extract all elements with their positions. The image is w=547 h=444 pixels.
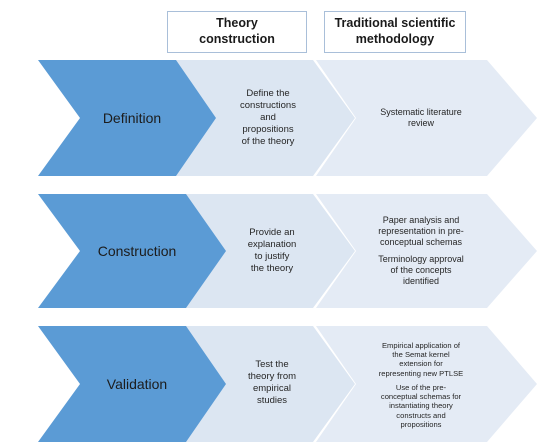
validation-method-step-2: Use of the pre- conceptual schemas for i… — [380, 382, 462, 429]
validation-method-step: Empirical application of the Semat kerne… — [352, 330, 490, 440]
definition-method-step-text: Systematic literature review — [380, 106, 462, 128]
header-theory-construction-label: Theory construction — [199, 16, 275, 46]
validation-phase-chevron — [38, 326, 228, 442]
construction-theory-step-text: Provide an explanation to justify the th… — [247, 227, 297, 274]
construction-method-step: Paper analysis and representation in pre… — [352, 200, 490, 302]
construction-theory-step: Provide an explanation to justify the th… — [224, 208, 320, 294]
construction-method-step-2: Terminology approval of the concepts ide… — [378, 253, 464, 287]
definition-theory-step: Define the constructions and proposition… — [218, 70, 318, 166]
header-theory-construction: Theory construction — [167, 11, 307, 53]
definition-phase-chevron — [38, 60, 218, 176]
definition-theory-chevron — [176, 60, 355, 176]
definition-method-chevron — [316, 60, 537, 176]
validation-theory-step-text: Test the theory from empirical studies — [247, 359, 297, 406]
validation-theory-step: Test the theory from empirical studies — [224, 340, 320, 426]
construction-method-chevron — [316, 194, 537, 308]
construction-phase-label: Construction — [97, 243, 177, 259]
header-traditional-methodology-label: Traditional scientific methodology — [334, 16, 456, 46]
construction-theory-chevron — [186, 194, 355, 308]
definition-method-step: Systematic literature review — [352, 90, 490, 146]
definition-phase-label: Definition — [102, 110, 162, 126]
header-traditional-methodology: Traditional scientific methodology — [324, 11, 466, 53]
construction-phase-chevron — [38, 194, 228, 308]
definition-theory-step-text: Define the constructions and proposition… — [240, 88, 296, 147]
validation-method-step-1: Empirical application of the Semat kerne… — [378, 340, 464, 378]
construction-method-step-1: Paper analysis and representation in pre… — [378, 214, 464, 248]
validation-method-chevron — [316, 326, 537, 442]
validation-theory-chevron — [186, 326, 355, 442]
validation-phase-label: Validation — [106, 376, 168, 392]
